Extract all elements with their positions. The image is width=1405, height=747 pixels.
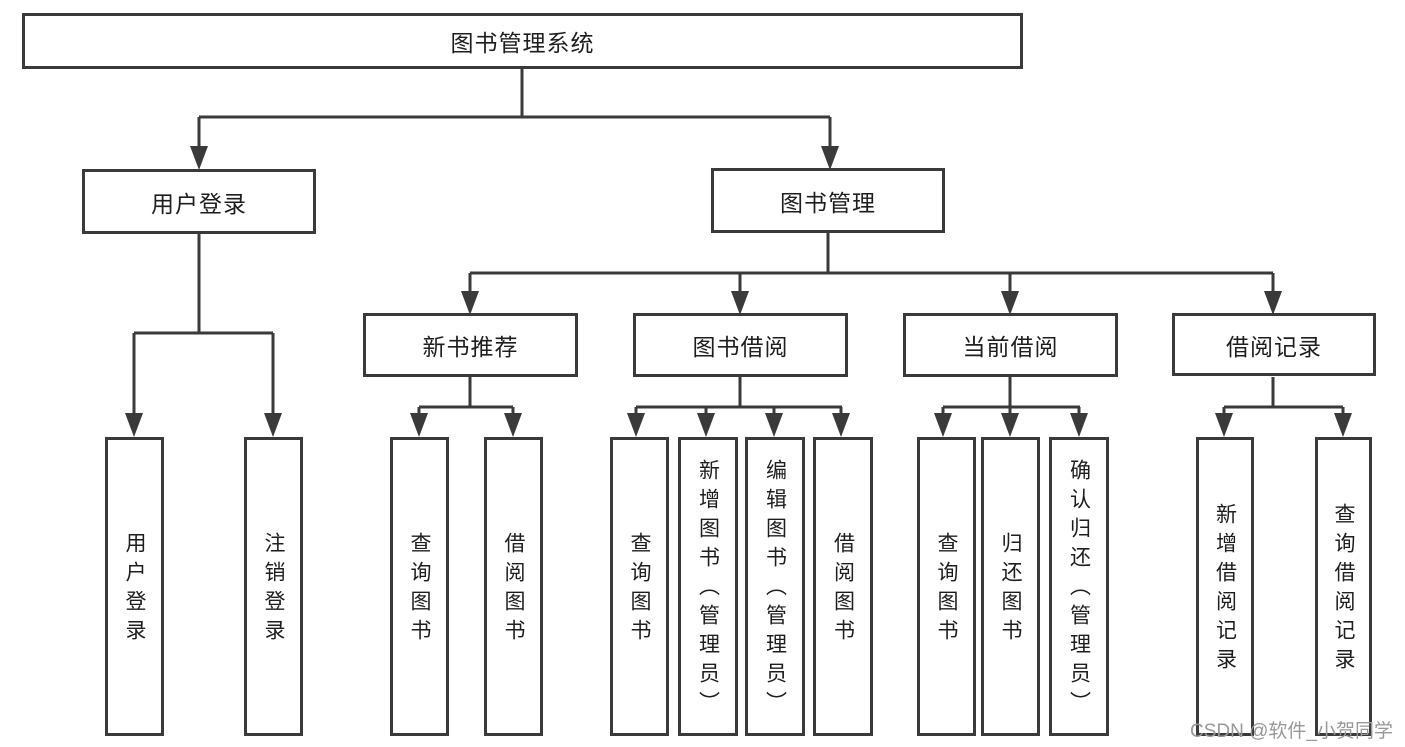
leaf-records-add-record-label: 新增借阅记录 bbox=[1213, 502, 1237, 677]
leaf-borrowing-borrow-book: 借阅图书 bbox=[813, 437, 873, 736]
leaf-user-login-label: 用户登录 bbox=[123, 531, 146, 648]
leaf-borrowing-edit-book-admin-label: 编辑图书（管理员） bbox=[763, 459, 787, 720]
leaf-newrec-query-book-label: 查询图书 bbox=[408, 531, 431, 648]
node-book-borrowing-label: 图书借阅 bbox=[692, 334, 789, 360]
arrow-icon bbox=[1070, 413, 1088, 437]
leaf-user-login: 用户登录 bbox=[105, 437, 164, 736]
node-book-borrowing: 图书借阅 bbox=[633, 313, 848, 377]
arrow-icon bbox=[765, 413, 783, 437]
arrow-icon bbox=[264, 413, 282, 437]
connector-lines bbox=[132, 68, 1345, 418]
arrow-icon bbox=[504, 413, 522, 437]
leaf-current-confirm-return-admin-label: 确认归还（管理员） bbox=[1067, 459, 1091, 720]
arrow-icon bbox=[697, 413, 715, 437]
arrow-icon bbox=[821, 146, 839, 170]
node-borrowing-records: 借阅记录 bbox=[1172, 313, 1376, 376]
arrow-icon bbox=[1215, 413, 1233, 437]
leaf-current-confirm-return-admin: 确认归还（管理员） bbox=[1049, 437, 1109, 736]
leaf-borrowing-borrow-book-label: 借阅图书 bbox=[831, 531, 855, 648]
leaf-borrowing-add-book-admin-label: 新增图书（管理员） bbox=[696, 459, 720, 720]
node-borrowing-records-label: 借阅记录 bbox=[1226, 333, 1322, 360]
leaf-borrowing-edit-book-admin: 编辑图书（管理员） bbox=[745, 437, 805, 736]
leaf-borrowing-query-book-label: 查询图书 bbox=[628, 531, 651, 648]
arrow-icon bbox=[1001, 413, 1019, 437]
leaf-logout: 注销登录 bbox=[244, 437, 303, 736]
leaf-newrec-borrow-book: 借阅图书 bbox=[484, 437, 543, 736]
leaf-newrec-query-book: 查询图书 bbox=[390, 437, 449, 736]
node-new-book-recommend: 新书推荐 bbox=[363, 313, 578, 377]
arrow-icon bbox=[125, 413, 143, 437]
node-user-login-label: 用户登录 bbox=[151, 190, 247, 217]
arrow-icon bbox=[190, 146, 208, 170]
node-book-management: 图书管理 bbox=[711, 168, 945, 233]
arrow-icon bbox=[410, 413, 428, 437]
arrow-icon bbox=[731, 291, 749, 315]
leaf-records-query-record-label: 查询借阅记录 bbox=[1332, 502, 1355, 677]
arrow-icon bbox=[1001, 291, 1019, 315]
watermark: CSDN @软件_小贺同学 bbox=[1190, 721, 1393, 742]
leaf-newrec-borrow-book-label: 借阅图书 bbox=[502, 531, 525, 648]
leaf-records-add-record: 新增借阅记录 bbox=[1196, 437, 1254, 736]
node-book-management-label: 图书管理 bbox=[780, 189, 876, 216]
leaf-borrowing-query-book: 查询图书 bbox=[610, 437, 669, 736]
leaf-logout-label: 注销登录 bbox=[262, 531, 285, 648]
node-root-system-label: 图书管理系统 bbox=[450, 30, 595, 56]
arrow-icon bbox=[461, 291, 479, 315]
arrowheads bbox=[125, 146, 1352, 437]
leaf-current-query-book: 查询图书 bbox=[917, 437, 976, 736]
leaf-current-query-book-label: 查询图书 bbox=[935, 531, 958, 648]
leaf-borrowing-add-book-admin: 新增图书（管理员） bbox=[678, 437, 738, 736]
arrow-icon bbox=[1264, 291, 1282, 315]
arrow-icon bbox=[832, 413, 850, 437]
node-new-book-recommend-label: 新书推荐 bbox=[422, 334, 519, 360]
node-root-system: 图书管理系统 bbox=[22, 13, 1023, 69]
leaf-current-return-book-label: 归还图书 bbox=[999, 531, 1022, 648]
arrow-icon bbox=[1334, 413, 1352, 437]
node-current-borrowing-label: 当前借阅 bbox=[962, 334, 1059, 360]
node-user-login: 用户登录 bbox=[82, 169, 316, 234]
node-current-borrowing: 当前借阅 bbox=[903, 313, 1118, 377]
leaf-records-query-record: 查询借阅记录 bbox=[1315, 437, 1372, 736]
arrow-icon bbox=[934, 413, 952, 437]
arrow-icon bbox=[627, 413, 645, 437]
leaf-current-return-book: 归还图书 bbox=[981, 437, 1040, 736]
